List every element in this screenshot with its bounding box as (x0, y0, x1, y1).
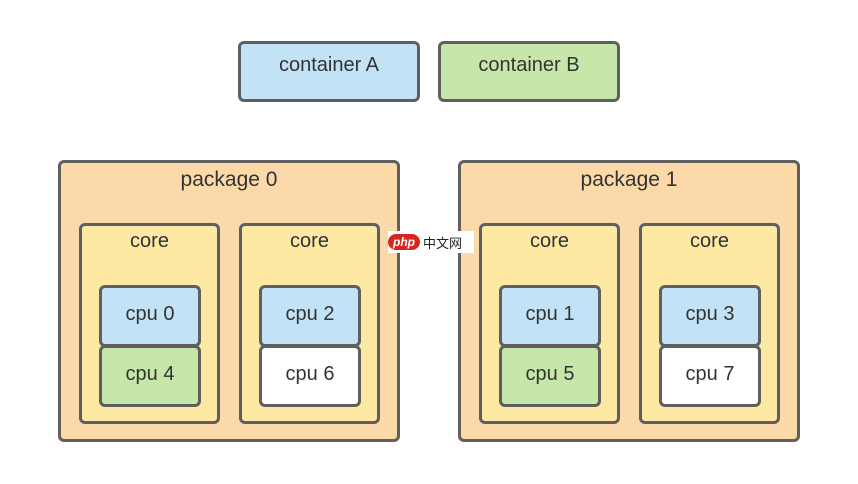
php-watermark: php 中文网 (388, 231, 474, 253)
cpu-1: cpu 1 (499, 285, 601, 347)
cpu-5: cpu 5 (499, 345, 601, 407)
cpu-2: cpu 2 (259, 285, 361, 347)
watermark-badge: php (388, 234, 420, 250)
package-1: package 1 core cpu 1 cpu 5 core cpu 3 cp… (458, 160, 800, 442)
core-label: core (130, 230, 169, 252)
cpu-0: cpu 0 (99, 285, 201, 347)
core-label: core (290, 230, 329, 252)
cpu-6: cpu 6 (259, 345, 361, 407)
legend-container-b-label: container B (478, 54, 580, 76)
watermark-text: 中文网 (423, 235, 463, 251)
core-label: core (530, 230, 569, 252)
core-box: core cpu 0 cpu 4 (79, 223, 220, 424)
core-box: core cpu 1 cpu 5 (479, 223, 620, 424)
cpu-7: cpu 7 (659, 345, 761, 407)
legend-container-a-label: container A (278, 54, 380, 76)
core-box: core cpu 3 cpu 7 (639, 223, 780, 424)
package-0: package 0 core cpu 0 cpu 4 core cpu 2 cp… (58, 160, 400, 442)
package-label: package 0 (180, 168, 278, 191)
legend-container-a: container A (238, 41, 420, 102)
core-label: core (690, 230, 729, 252)
cpu-4: cpu 4 (99, 345, 201, 407)
package-label: package 1 (580, 168, 678, 191)
core-box: core cpu 2 cpu 6 (239, 223, 380, 424)
legend-container-b: container B (438, 41, 620, 102)
cpu-3: cpu 3 (659, 285, 761, 347)
